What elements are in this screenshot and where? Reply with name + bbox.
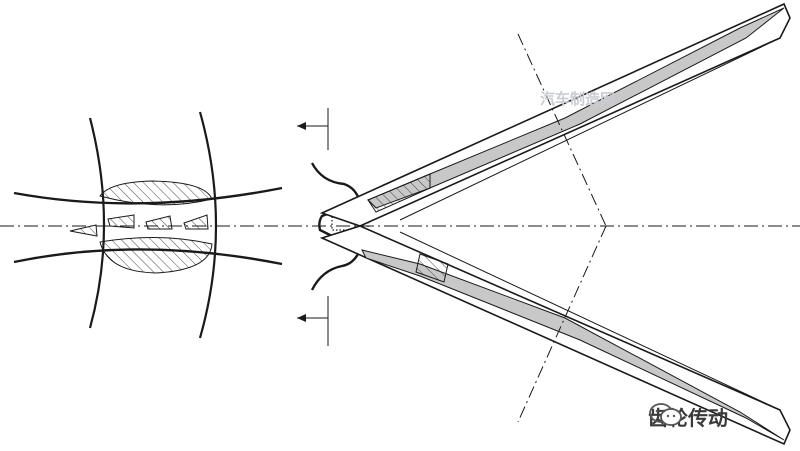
lower-gray-band (361, 249, 785, 441)
site-watermark: 汽车制造网 (540, 90, 616, 108)
v-tooth-pair (319, 2, 791, 446)
tooth-section-detail (13, 111, 283, 339)
lower-direction-arrow (297, 296, 329, 346)
upper-hatched-root (367, 173, 431, 213)
construction-lines (517, 33, 607, 423)
brand-watermark: 齿轮传动 (648, 402, 728, 431)
upper-direction-arrow (297, 108, 329, 150)
wechat-icon (649, 403, 682, 426)
chip-wedge-4 (183, 214, 209, 230)
lower-hatched-lens (99, 236, 213, 274)
chip-wedge-2 (107, 214, 135, 229)
lower-hatched-root (415, 253, 449, 283)
chip-wedge-1 (69, 224, 98, 237)
chip-wedge-3 (145, 215, 173, 230)
